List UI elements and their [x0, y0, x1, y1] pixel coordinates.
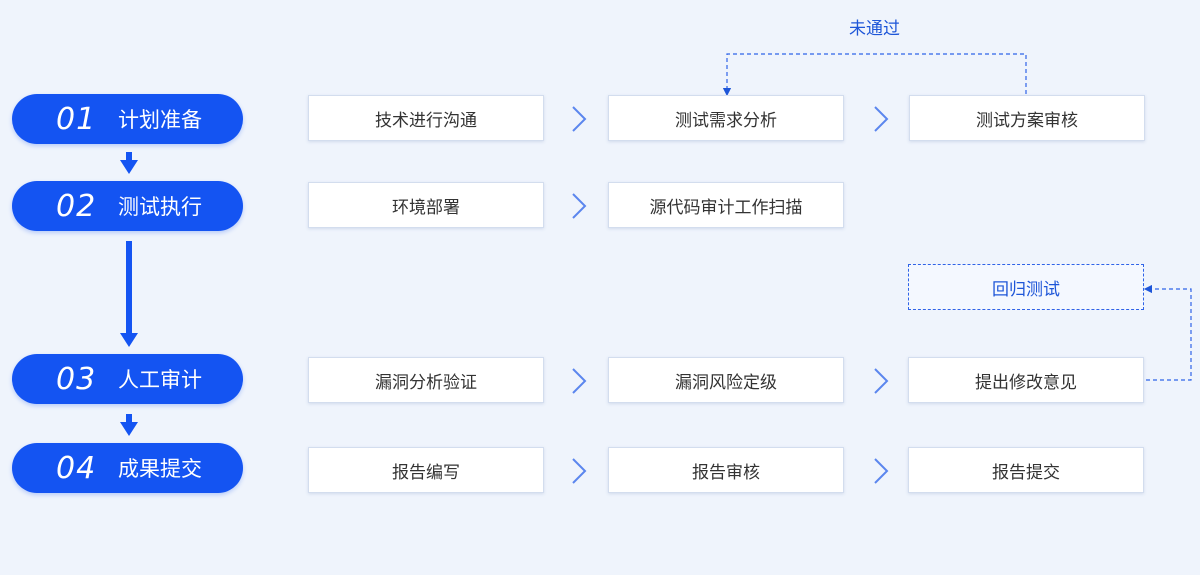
phase-name: 计划准备 — [118, 108, 202, 132]
step-box: 漏洞风险定级 — [608, 357, 844, 403]
arrow-down-icon — [120, 241, 138, 347]
chevron-right-icon — [874, 458, 889, 484]
step-box: 技术进行沟通 — [308, 95, 544, 141]
arrow-down-icon — [120, 152, 138, 174]
phase-name: 成果提交 — [118, 457, 202, 481]
phase-number: 01 — [56, 101, 97, 137]
step-box: 报告提交 — [908, 447, 1144, 493]
chevron-right-icon — [572, 106, 587, 132]
step-box: 测试方案审核 — [909, 95, 1145, 141]
chevron-right-icon — [572, 458, 587, 484]
step-box: 漏洞分析验证 — [308, 357, 544, 403]
phase-03-pill: 03 人工审计 — [12, 354, 243, 404]
step-box: 报告审核 — [608, 447, 844, 493]
chevron-right-icon — [572, 368, 587, 394]
chevron-right-icon — [874, 106, 889, 132]
step-box: 环境部署 — [308, 182, 544, 228]
phase-01-pill: 01 计划准备 — [12, 94, 243, 144]
phase-02-pill: 02 测试执行 — [12, 181, 243, 231]
step-box: 提出修改意见 — [908, 357, 1144, 403]
regression-test-box: 回归测试 — [908, 264, 1144, 310]
chevron-right-icon — [572, 193, 587, 219]
phase-name: 测试执行 — [118, 195, 202, 219]
loop-back-connector — [722, 53, 1027, 97]
regression-connector — [1143, 284, 1192, 381]
chevron-right-icon — [874, 368, 889, 394]
phase-number: 03 — [56, 361, 97, 397]
phase-number: 02 — [56, 188, 97, 224]
phase-04-pill: 04 成果提交 — [12, 443, 243, 493]
step-box: 测试需求分析 — [608, 95, 844, 141]
phase-name: 人工审计 — [118, 368, 202, 392]
arrow-down-icon — [120, 414, 138, 436]
step-box: 源代码审计工作扫描 — [608, 182, 844, 228]
phase-number: 04 — [56, 450, 97, 486]
loop-label: 未通过 — [849, 19, 900, 39]
step-box: 报告编写 — [308, 447, 544, 493]
